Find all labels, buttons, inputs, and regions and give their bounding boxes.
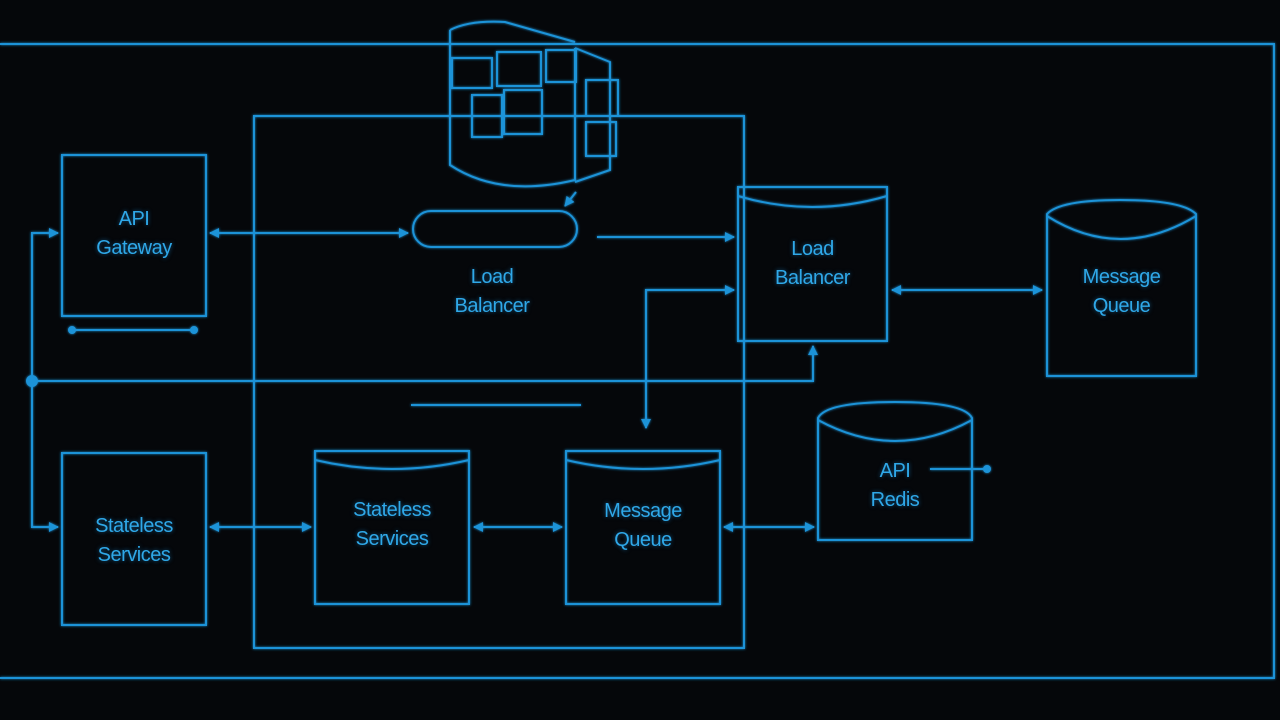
api-redis-label: API Redis <box>820 457 970 515</box>
api-redis-label-line1: API <box>879 460 911 482</box>
center-load-balancer-label: Load Balancer <box>410 263 574 321</box>
outer-frame <box>0 43 1275 679</box>
stateless-service-left-label: Stateless Services <box>62 512 206 570</box>
stateless-service-center-label-line1: Stateless <box>353 499 431 521</box>
api-redis-node[interactable] <box>817 400 973 541</box>
connector-queue-to-right-lb <box>641 285 735 429</box>
center-message-queue-label-line2: Queue <box>614 529 672 551</box>
stateless-service-left-label-line2: Services <box>97 544 171 566</box>
api-redis-label-line2: Redis <box>870 489 920 511</box>
right-message-queue-label-line1: Message <box>1082 266 1161 288</box>
right-load-balancer-label: Load Balancer <box>738 235 887 293</box>
api-gateway-label-line2: Gateway <box>96 237 172 259</box>
stateless-service-center-label-line2: Services <box>355 528 429 550</box>
center-load-balancer-node[interactable] <box>412 210 578 248</box>
stateless-service-left-label-line1: Stateless <box>95 515 173 537</box>
stateless-service-center-node[interactable] <box>314 450 470 605</box>
api-gateway-label-line1: API <box>118 208 150 230</box>
center-message-queue-label: Message Queue <box>566 497 720 555</box>
redis-handle <box>930 465 991 473</box>
api-gateway-node[interactable] <box>61 154 207 317</box>
center-message-queue-node[interactable] <box>565 450 721 605</box>
connector-bus-to-gateway <box>31 228 59 381</box>
connector-bus-to-right-lb <box>32 345 818 382</box>
right-load-balancer-label-line2: Balancer <box>775 267 850 289</box>
center-message-queue-label-line1: Message <box>604 500 682 522</box>
stateless-service-center-label: Stateless Services <box>315 496 469 554</box>
right-message-queue-label-line2: Queue <box>1092 295 1151 317</box>
bus-junction-dot <box>26 375 38 387</box>
api-gateway-handle <box>68 326 198 334</box>
right-load-balancer-node[interactable] <box>737 186 888 342</box>
api-gateway-label: API Gateway <box>62 205 206 263</box>
right-message-queue-label: Message Queue <box>1047 263 1196 321</box>
database-cubes-icon <box>449 20 619 207</box>
center-load-balancer-label-line1: Load <box>470 266 514 288</box>
right-load-balancer-label-line1: Load <box>791 238 834 260</box>
center-load-balancer-label-line2: Balancer <box>454 295 530 317</box>
right-message-queue-node[interactable] <box>1046 198 1197 377</box>
stateless-service-left-node[interactable] <box>61 452 207 626</box>
connector-bus-to-stateless <box>31 381 59 532</box>
